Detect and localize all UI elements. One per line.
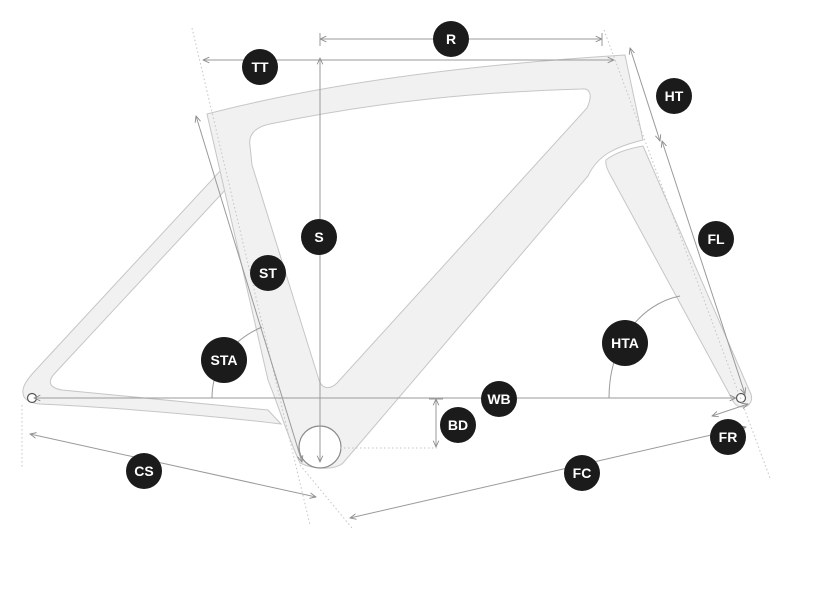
badge-tt: TT [242, 49, 278, 85]
badge-circle [433, 21, 469, 57]
badge-circle [602, 320, 648, 366]
badge-sta: STA [201, 337, 247, 383]
badge-label: R [446, 31, 456, 47]
badge-circle [250, 255, 286, 291]
badge-label: STA [211, 352, 238, 368]
badge-circle [301, 219, 337, 255]
badge-circle [656, 78, 692, 114]
badge-label: FL [707, 231, 725, 247]
badge-circle [698, 221, 734, 257]
badge-label: HTA [611, 335, 639, 351]
badge-label: HT [665, 88, 684, 104]
badge-circle [126, 453, 162, 489]
badge-circle [481, 381, 517, 417]
badge-hta: HTA [602, 320, 648, 366]
badge-label: WB [487, 391, 510, 407]
badge-st: ST [250, 255, 286, 291]
badge-label: BD [448, 417, 468, 433]
badge-bd: BD [440, 407, 476, 443]
measurement-lines [30, 33, 748, 518]
badge-s: S [301, 219, 337, 255]
badge-circle [201, 337, 247, 383]
badge-fr: FR [710, 419, 746, 455]
badge-cs: CS [126, 453, 162, 489]
badge-circle [564, 455, 600, 491]
badge-ht: HT [656, 78, 692, 114]
badge-label: S [314, 229, 323, 245]
badge-circle [242, 49, 278, 85]
bike-frame [22, 54, 753, 469]
front-axle [735, 392, 747, 404]
badge-wb: WB [481, 381, 517, 417]
badge-label: CS [134, 463, 153, 479]
badge-label: TT [251, 59, 269, 75]
badge-circle [710, 419, 746, 455]
badge-circle [440, 407, 476, 443]
badge-fl: FL [698, 221, 734, 257]
badge-label: FC [573, 465, 592, 481]
badge-r: R [433, 21, 469, 57]
badge-label: FR [719, 429, 738, 445]
badge-label: ST [259, 265, 277, 281]
badge-fc: FC [564, 455, 600, 491]
